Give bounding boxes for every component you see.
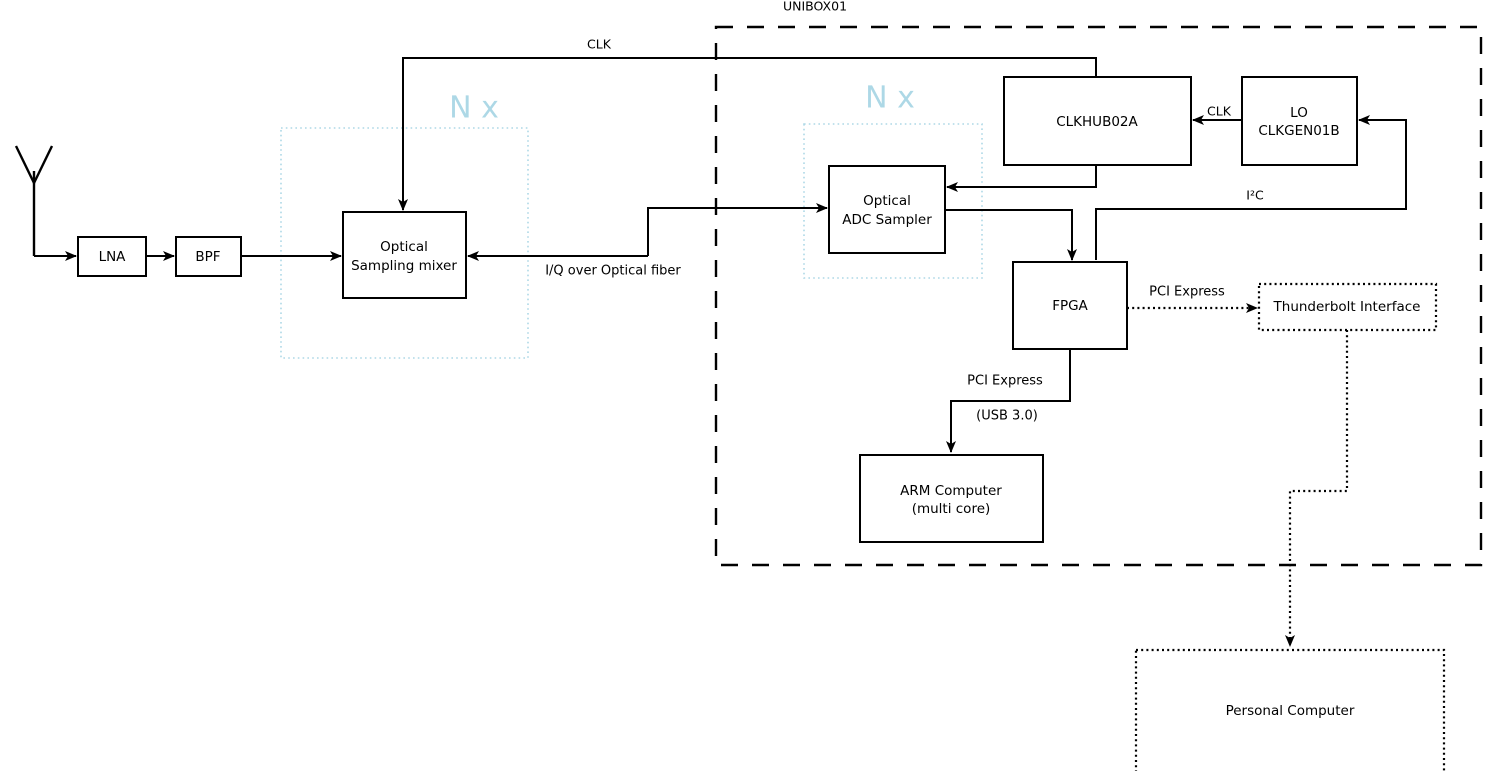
wire-label-usb30: (USB 3.0) <box>976 409 1038 424</box>
block-lo-label-line2: CLKGEN01B <box>1258 123 1339 139</box>
wire-thunderbolt-to-pc <box>1285 330 1349 647</box>
adc-chain-group-box <box>803 123 983 279</box>
wire-label-clk-lo: CLK <box>1207 104 1232 119</box>
block-adc-label-line2: ADC Sampler <box>842 212 932 228</box>
wire-clkhub-to-adc <box>946 165 1097 192</box>
rx-chain-group-box <box>280 127 529 359</box>
block-fpga-label: FPGA <box>1052 298 1088 314</box>
block-thunderbolt-interface <box>1257 282 1438 332</box>
block-arm-computer <box>859 454 1044 543</box>
wire-label-pcie-thunderbolt: PCI Express <box>1149 285 1225 300</box>
block-lna-label: LNA <box>99 249 127 265</box>
block-lo-clkgen01b <box>1241 76 1358 166</box>
adc-chain-group-label: N x <box>865 81 915 116</box>
block-clkhub02a <box>1003 76 1192 166</box>
block-optical-adc-sampler <box>828 165 946 254</box>
block-fpga <box>1012 261 1128 350</box>
block-arm-label-line2: (multi core) <box>912 501 991 517</box>
block-lna <box>77 236 147 277</box>
block-arm-label-line1: ARM Computer <box>900 483 1002 499</box>
block-mixer-label-line1: Optical <box>380 239 428 255</box>
rx-chain-group-label: N x <box>449 91 499 126</box>
block-clkhub02a-label: CLKHUB02A <box>1056 114 1138 130</box>
wire-adc-to-fpga <box>945 209 1077 261</box>
block-thunderbolt-label: Thunderbolt Interface <box>1273 299 1421 315</box>
block-lo-label-line1: LO <box>1290 105 1308 121</box>
wire-i2c-fpga-to-lo <box>1095 115 1407 260</box>
block-optical-sampling-mixer <box>342 211 467 299</box>
block-personal-computer-label: Personal Computer <box>1226 703 1355 719</box>
wire-iq-optical-fiber <box>647 203 828 256</box>
unibox01-label: UNIBOX01 <box>783 0 847 14</box>
wire-label-pcie-arm: PCI Express <box>967 374 1043 389</box>
wire-label-iq-optical-fiber: I/Q over Optical fiber <box>545 264 681 279</box>
wire-label-clk-top: CLK <box>587 37 612 52</box>
antenna-icon <box>14 145 54 256</box>
block-personal-computer <box>1134 648 1446 771</box>
block-adc-label-line1: Optical <box>863 193 911 209</box>
unibox01-boundary <box>714 25 1483 567</box>
block-bpf-label: BPF <box>195 249 220 265</box>
block-bpf <box>175 236 242 277</box>
wire-clk-to-mixer <box>398 57 1097 211</box>
wire-label-i2c: I²C <box>1246 188 1264 203</box>
wire-fpga-to-arm <box>946 349 1071 453</box>
block-mixer-label-line2: Sampling mixer <box>351 258 457 274</box>
